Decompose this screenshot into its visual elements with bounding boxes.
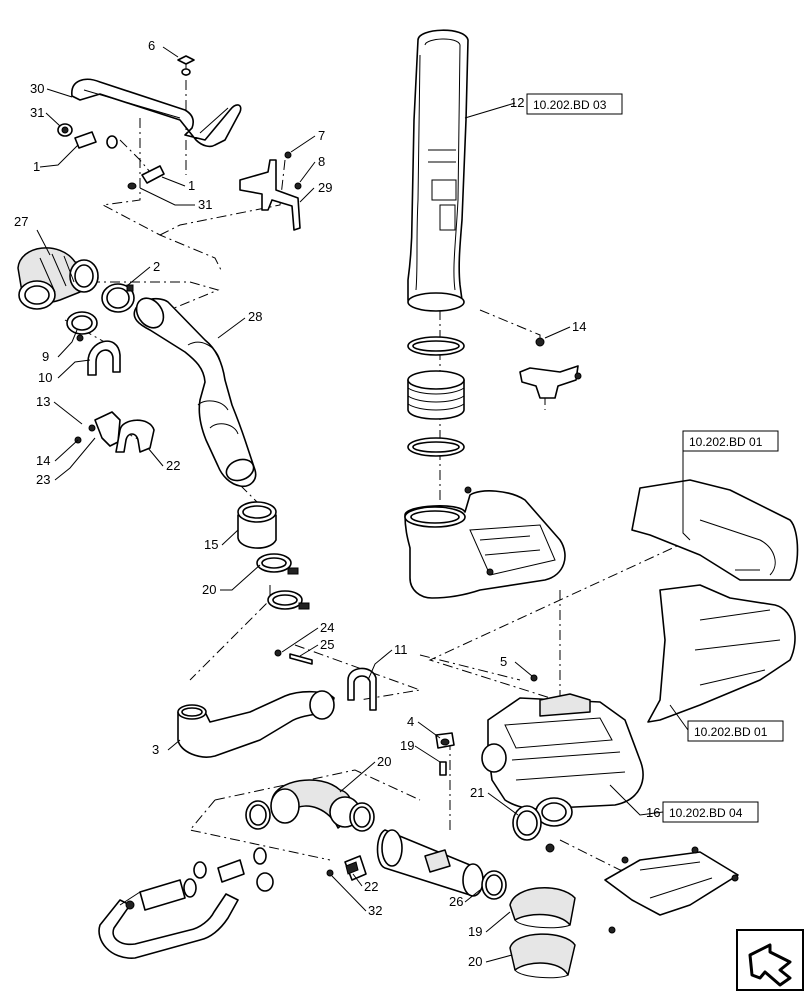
callout-22: 22: [166, 458, 180, 473]
callout-1-mid: 1: [188, 178, 195, 193]
callout-20-right: 21: [470, 785, 484, 800]
leader-lines: [36, 46, 691, 963]
bracket-21: [344, 855, 367, 881]
callout-13: 13: [36, 394, 50, 409]
callout-14-left: 14: [36, 453, 50, 468]
callout-20-left: 20: [202, 582, 216, 597]
valve-4: [435, 732, 455, 749]
bracket-11: [347, 667, 377, 711]
clamp-2: [101, 283, 135, 313]
bellows-coupler: [407, 370, 465, 420]
bracket-23: [74, 411, 121, 447]
reference-box-bd04[interactable]: 10.202.BD 04: [662, 801, 759, 823]
screw-32: [326, 869, 334, 877]
callout-32: 32: [368, 903, 382, 918]
svg-text:10.202.BD 01: 10.202.BD 01: [694, 725, 768, 739]
bracket-29: [239, 151, 302, 231]
arrow-navigation-icon[interactable]: [736, 929, 804, 991]
clamp-ring-lower: [407, 437, 465, 457]
callout-29: 29: [318, 180, 332, 195]
clamp-19-right: [349, 802, 375, 832]
callout-9: 9: [42, 349, 49, 364]
mounting-plate: [604, 846, 739, 934]
clamp-20-lower: [267, 590, 310, 610]
bracket-10: [87, 340, 121, 376]
reference-box-bd01-lower[interactable]: 10.202.BD 01: [687, 720, 784, 742]
clamp-19-left: [245, 800, 271, 830]
callout-21: 22: [364, 879, 378, 894]
callout-10: 10: [38, 370, 52, 385]
callout-31-mid: 31: [198, 197, 212, 212]
callout-15: 15: [204, 537, 218, 552]
callout-11: 11: [394, 642, 408, 657]
reference-box-bd01-upper[interactable]: 10.202.BD 01: [682, 430, 779, 452]
callout-3: 3: [152, 742, 159, 757]
elbow-18: [509, 887, 576, 929]
callout-28: 28: [248, 309, 262, 324]
callout-25: 25: [320, 637, 334, 652]
callout-12: 12: [510, 95, 524, 110]
callout-5: 5: [500, 654, 507, 669]
callout-16: 16: [646, 805, 660, 820]
intake-tube-28: [133, 297, 257, 488]
elbow-19-bottom: [509, 933, 576, 979]
bracket-14-right: [519, 337, 582, 399]
clamp-ring-upper: [407, 336, 465, 356]
precleaner-housing: [404, 486, 566, 599]
callout-1-left: 1: [33, 159, 40, 174]
callout-26: 26: [449, 894, 463, 909]
callout-23: 23: [36, 472, 50, 487]
callout-4: 4: [407, 714, 414, 729]
air-intake-stack-12: [407, 29, 469, 312]
clamp-20-right: [512, 805, 542, 841]
svg-text:10.202.BD 03: 10.202.BD 03: [533, 98, 607, 112]
callout-19-bottom: 20: [468, 954, 482, 969]
clamp-22: [115, 419, 155, 453]
intake-tube-3: [177, 690, 335, 758]
callout-18: 19: [468, 924, 482, 939]
shield-lower: [647, 584, 796, 723]
hose-1-top: [74, 131, 118, 149]
callout-17: 19: [400, 738, 414, 753]
svg-text:10.202.BD 01: 10.202.BD 01: [689, 435, 763, 449]
bolt-6: [177, 55, 195, 76]
callout-19-mid: 20: [377, 754, 391, 769]
svg-text:10.202.BD 04: 10.202.BD 04: [669, 806, 743, 820]
clamp-20-upper: [256, 553, 299, 575]
reference-box-bd03[interactable]: 10.202.BD 03: [526, 93, 623, 115]
callout-27: 27: [14, 214, 28, 229]
air-cleaner-assembly-16: [481, 674, 644, 853]
shield-upper: [631, 479, 799, 581]
callout-7: 7: [318, 128, 325, 143]
clamp-26: [481, 870, 507, 900]
tube-assembly-30: [71, 78, 242, 148]
callout-31-upper: 31: [30, 105, 44, 120]
clamp-9: [66, 311, 98, 342]
hose-assembly-bottom: [98, 847, 274, 959]
fitting-17: [439, 761, 447, 776]
filter-cylinder-26: [376, 829, 484, 897]
callout-8: 8: [318, 154, 325, 169]
bolt-24-25: [274, 649, 313, 665]
hose-1-mid: [127, 165, 165, 190]
callout-14-right: 14: [572, 319, 586, 334]
callout-24: 24: [320, 620, 334, 635]
clamp-31-top: [57, 123, 73, 137]
callout-2: 2: [153, 259, 160, 274]
callout-labels: 6 30 31 1 7 8 29 1 31 27 2 9 10 28 13 14…: [14, 38, 660, 969]
elbow-19: [270, 779, 361, 829]
callout-30: 30: [30, 81, 44, 96]
callout-6: 6: [148, 38, 155, 53]
elbow-hose-27: [17, 247, 99, 310]
sleeve-15: [237, 501, 277, 549]
